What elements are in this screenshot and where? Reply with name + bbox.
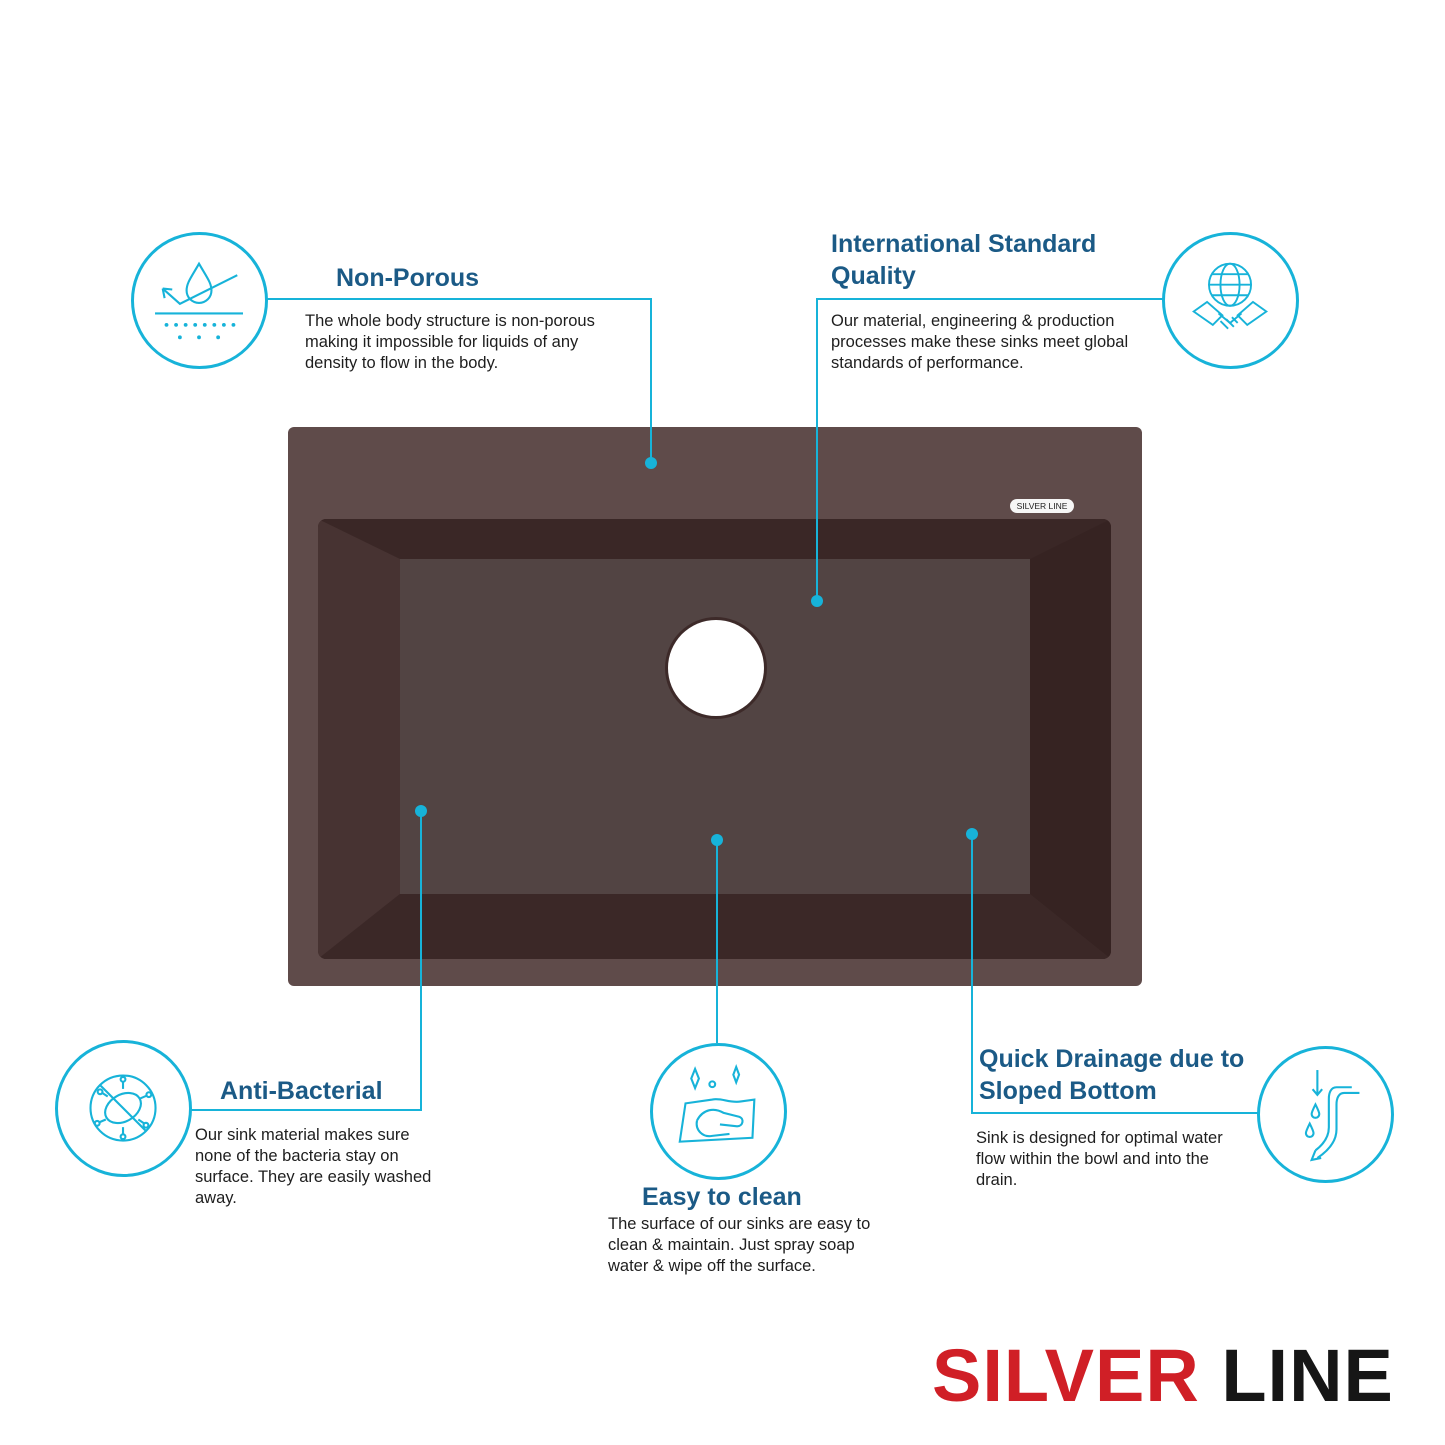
quality-title-line2: Quality [831, 262, 916, 290]
anti-bacterial-title: Anti-Bacterial [220, 1077, 383, 1105]
non-porous-text: The whole body structure is non-porous m… [305, 312, 595, 372]
sink-brand-badge: SILVER LINE [1010, 499, 1074, 513]
quality-text: Our material, engineering & production p… [831, 312, 1129, 372]
drainage-title: Quick Drainage due to Sloped Bottom [979, 1043, 1244, 1107]
drainage-title-line1: Quick Drainage due to [979, 1045, 1245, 1073]
drain-hole [668, 620, 764, 716]
drainage-title-line2: Sloped Bottom [979, 1077, 1157, 1105]
quality-title: International Standard Quality [831, 228, 1096, 292]
brand-logo: SILVER LINE [932, 1336, 1394, 1416]
drainage-text: Sink is designed for optimal water flow … [976, 1129, 1223, 1189]
bowl-shading [318, 519, 1111, 959]
globe-handshake-icon [1162, 232, 1299, 369]
hand-wipe-icon [650, 1043, 787, 1180]
no-bacteria-icon [55, 1040, 192, 1177]
anti-bacterial-text: Our sink material makes sure none of the… [195, 1126, 432, 1207]
brand-logo-word1: SILVER [932, 1334, 1200, 1417]
sink-bowl [318, 519, 1111, 959]
water-flow-icon [1257, 1046, 1394, 1183]
droplet-surface-icon [131, 232, 268, 369]
non-porous-title: Non-Porous [336, 264, 480, 292]
quality-title-line1: International Standard [831, 230, 1097, 258]
easy-clean-text: The surface of our sinks are easy to cle… [608, 1215, 871, 1275]
easy-clean-title: Easy to clean [642, 1183, 802, 1211]
brand-logo-word2: LINE [1221, 1334, 1394, 1417]
